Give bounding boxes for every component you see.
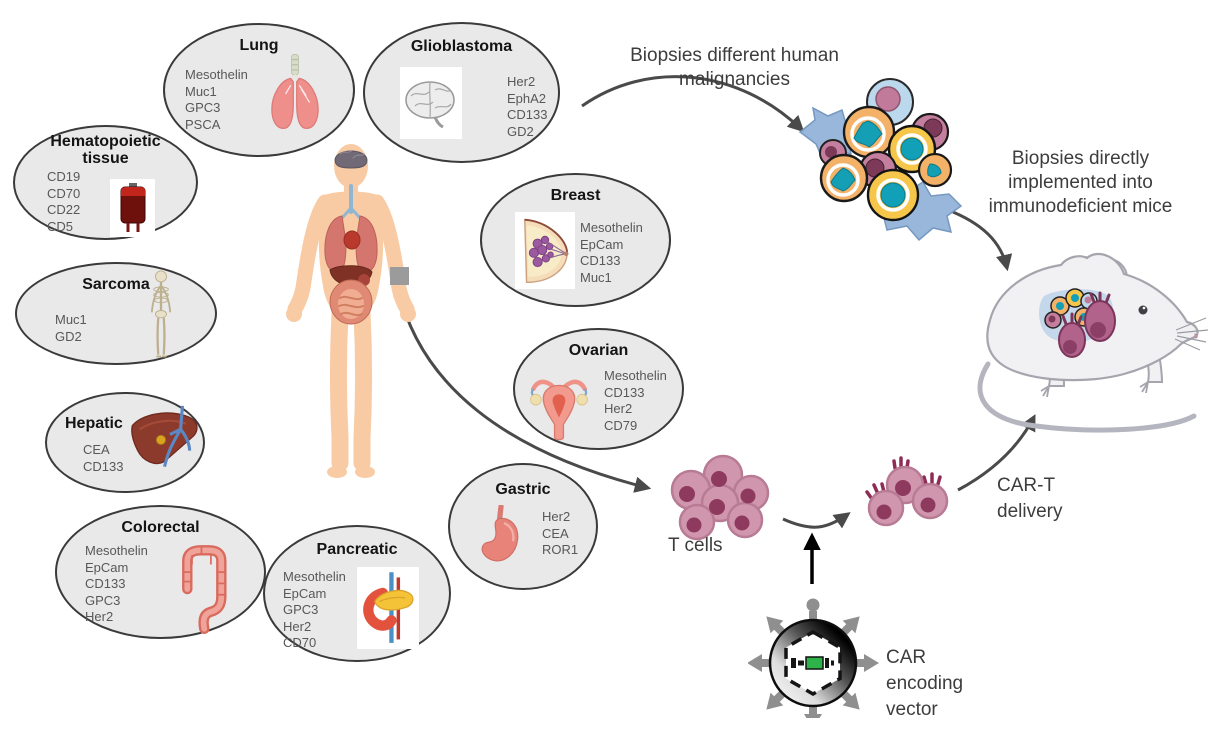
marker-list: Mesothelin EpCam CD133 Muc1 bbox=[580, 220, 643, 286]
marker-label: ROR1 bbox=[542, 542, 579, 557]
marker-list: Her2 EphA2 CD133 GD2 bbox=[507, 74, 547, 140]
node-title: Hepatic bbox=[65, 415, 123, 432]
viral-vector-icon bbox=[748, 598, 883, 718]
uterus-icon bbox=[530, 379, 588, 441]
liver-icon bbox=[131, 405, 198, 468]
node-title: Sarcoma bbox=[82, 276, 150, 293]
marker-label: Muc1 bbox=[55, 312, 87, 327]
marker-list: Muc1 GD2 bbox=[55, 312, 87, 345]
marker-list: Her2 CEA ROR1 bbox=[542, 509, 578, 559]
brain-icon bbox=[400, 67, 462, 139]
node-pancreatic: Pancreatic Mesothelin EpCam GPC3 Her2 CD… bbox=[263, 525, 451, 662]
marker-label: Mesothelin bbox=[185, 67, 248, 82]
marker-label: Her2 bbox=[283, 618, 312, 634]
colon-icon bbox=[182, 545, 227, 635]
biopsies-label: Biopsies different human malignancies bbox=[630, 45, 839, 90]
node-lung: Lung Mesothelin Muc1 GPC3 PSCA bbox=[163, 23, 355, 157]
transduction-arrow bbox=[782, 512, 851, 529]
marker-label: CD19 bbox=[47, 169, 81, 184]
marker-label: EphA2 bbox=[507, 90, 547, 106]
blood-bag-icon bbox=[110, 179, 155, 237]
marker-label: Her2 bbox=[85, 609, 114, 624]
node-hepatic: Hepatic CEA CD133 bbox=[45, 392, 205, 493]
marker-label: GD2 bbox=[507, 123, 534, 139]
node-title: Gastric bbox=[495, 481, 551, 498]
cart-delivery-label: CAR-T delivery bbox=[997, 475, 1063, 522]
mouse-figure bbox=[977, 252, 1208, 433]
marker-label: CEA bbox=[542, 525, 569, 541]
node-breast: Breast Mesothelin EpCam CD133 Muc1 bbox=[480, 173, 671, 307]
node-title: Hematopoietic tissue bbox=[50, 133, 161, 167]
marker-label: Mesothelin bbox=[604, 368, 667, 383]
marker-label: CD5 bbox=[47, 218, 74, 234]
node-gastric: Gastric Her2 CEA ROR1 bbox=[448, 463, 598, 590]
marker-list: Mesothelin CD133 Her2 CD79 bbox=[604, 368, 667, 434]
stomach-icon bbox=[481, 505, 519, 562]
car-vector-label: CAR encoding vector bbox=[886, 647, 964, 720]
marker-label: CD70 bbox=[47, 185, 81, 201]
marker-list: CEA CD133 bbox=[83, 442, 123, 475]
marker-label: Mesothelin bbox=[85, 543, 148, 558]
marker-label: EpCam bbox=[580, 236, 624, 252]
marker-label: CD133 bbox=[580, 253, 621, 268]
marker-label: EpCam bbox=[283, 585, 327, 601]
marker-label: CD22 bbox=[47, 202, 81, 217]
breast-icon bbox=[515, 212, 575, 289]
human-body-figure bbox=[286, 144, 416, 478]
marker-label: GPC3 bbox=[283, 602, 319, 617]
node-title: Ovarian bbox=[568, 342, 629, 359]
marker-label: Her2 bbox=[604, 401, 633, 416]
lungs-icon bbox=[271, 54, 319, 129]
node-title: Breast bbox=[550, 187, 601, 204]
marker-label: EpCam bbox=[85, 559, 129, 575]
marker-label: CD70 bbox=[283, 635, 317, 650]
marker-label: CEA bbox=[83, 442, 110, 457]
node-title: Glioblastoma bbox=[410, 38, 513, 55]
marker-label: CD133 bbox=[507, 107, 548, 122]
car-gene-construct bbox=[791, 656, 834, 670]
node-title: Lung bbox=[239, 37, 279, 54]
node-glioblastoma: Glioblastoma Her2 EphA2 CD133 GD2 bbox=[363, 22, 560, 163]
marker-label: PSCA bbox=[185, 116, 221, 132]
marker-label: Mesothelin bbox=[580, 220, 643, 235]
marker-label: GPC3 bbox=[85, 592, 121, 608]
marker-label: Muc1 bbox=[580, 269, 612, 285]
marker-label: Mesothelin bbox=[283, 569, 346, 584]
marker-label: Her2 bbox=[507, 74, 536, 89]
node-sarcoma: Sarcoma Muc1 GD2 bbox=[15, 262, 217, 365]
skeleton-icon bbox=[150, 270, 172, 358]
node-colorectal: Colorectal Mesothelin EpCam CD133 GPC3 H… bbox=[55, 505, 266, 639]
node-title: Pancreatic bbox=[316, 541, 398, 558]
node-title: Colorectal bbox=[121, 519, 200, 536]
marker-label: CD79 bbox=[604, 417, 638, 433]
marker-label: CD133 bbox=[604, 384, 645, 400]
marker-label: Muc1 bbox=[185, 83, 217, 99]
pancreas-icon bbox=[357, 567, 419, 649]
marker-label: CD133 bbox=[85, 576, 126, 591]
node-ovarian: Ovarian Mesothelin CD133 Her2 CD79 bbox=[513, 328, 684, 450]
marker-list: Mesothelin EpCam GPC3 Her2 CD70 bbox=[283, 569, 346, 652]
marker-list: Mesothelin Muc1 GPC3 PSCA bbox=[185, 67, 248, 133]
biopsy-device bbox=[390, 267, 409, 285]
marker-label: CD133 bbox=[83, 458, 124, 474]
implanted-label: Biopsies directly implemented into immun… bbox=[988, 148, 1173, 217]
node-hematopoietic: Hematopoietic tissue CD19 CD70 CD22 CD5 bbox=[13, 125, 198, 240]
marker-label: Her2 bbox=[542, 509, 571, 524]
t-cells-label: T cells bbox=[668, 535, 723, 556]
marker-list: Mesothelin EpCam CD133 GPC3 Her2 bbox=[85, 543, 148, 626]
marker-label: GD2 bbox=[55, 328, 82, 344]
tumor-cells-cluster bbox=[798, 78, 963, 242]
marker-label: GPC3 bbox=[185, 100, 221, 115]
car-t-cells bbox=[865, 456, 949, 527]
t-cells-cluster bbox=[670, 454, 770, 541]
marker-list: CD19 CD70 CD22 CD5 bbox=[47, 169, 80, 235]
